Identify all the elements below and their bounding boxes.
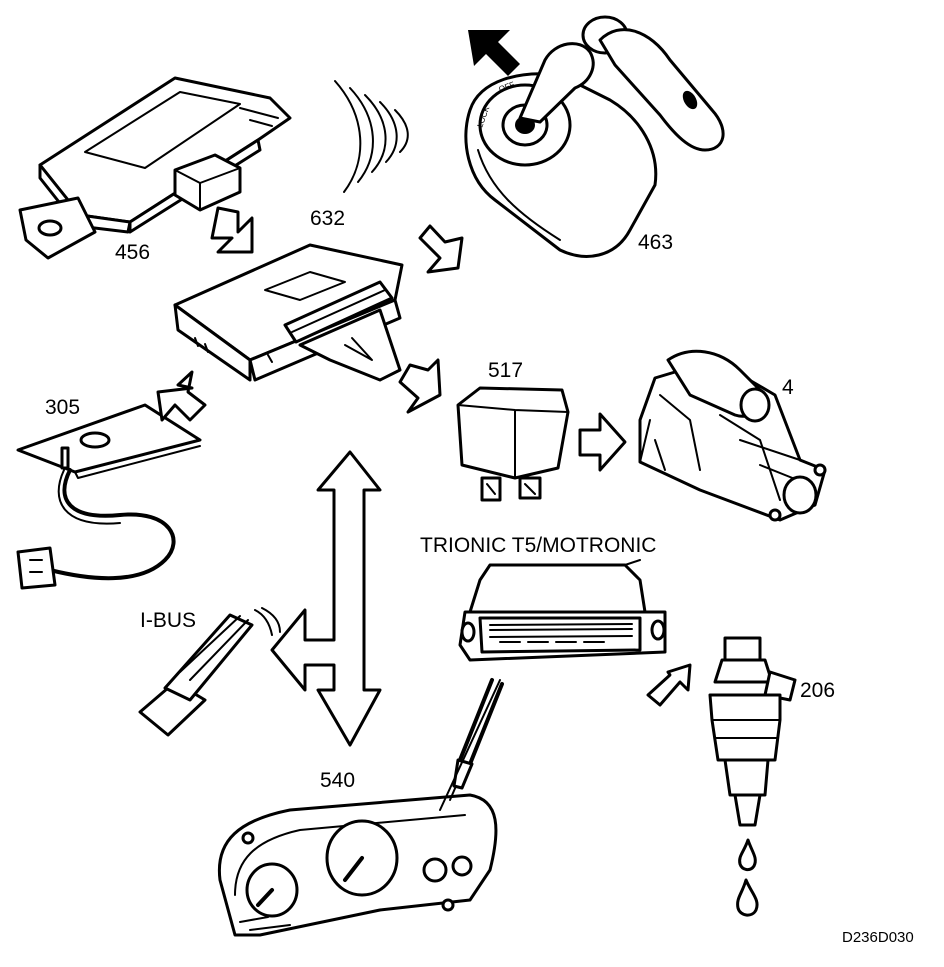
arrow-632-to-517: [398, 358, 442, 414]
label-ecu: TRIONIC T5/MOTRONIC: [420, 534, 657, 557]
label-540: 540: [320, 769, 356, 792]
ibus-connector: [138, 607, 281, 737]
arrow-ecu-to-206: [646, 663, 692, 707]
label-4: 4: [782, 376, 794, 399]
engine-control-unit: [458, 563, 667, 662]
immobiliser-module: [18, 76, 292, 260]
label-305: 305: [45, 396, 81, 419]
label-206: 206: [800, 679, 836, 702]
label-ibus: I-BUS: [140, 609, 197, 632]
bus-double-arrow: [270, 450, 382, 747]
label-456: 456: [115, 241, 151, 264]
label-517: 517: [488, 359, 524, 382]
fuel-injector: [708, 636, 797, 917]
relay: [456, 386, 570, 502]
twice-module: [173, 243, 404, 382]
label-632: 632: [310, 207, 346, 230]
antenna: [16, 403, 202, 590]
diagnostic-lead: [439, 678, 504, 811]
arrow-463-to-632: [418, 224, 464, 274]
label-463: 463: [638, 231, 674, 254]
starter-motor: [638, 349, 827, 522]
instrument-cluster: [217, 793, 498, 937]
arrow-517-to-4: [578, 412, 627, 472]
arrow-456-to-632: [210, 206, 254, 254]
figure-code: D236D030: [842, 929, 914, 946]
ignition-switch: LOCK OFF: [334, 15, 725, 258]
arrow-632-to-305: [156, 370, 207, 422]
